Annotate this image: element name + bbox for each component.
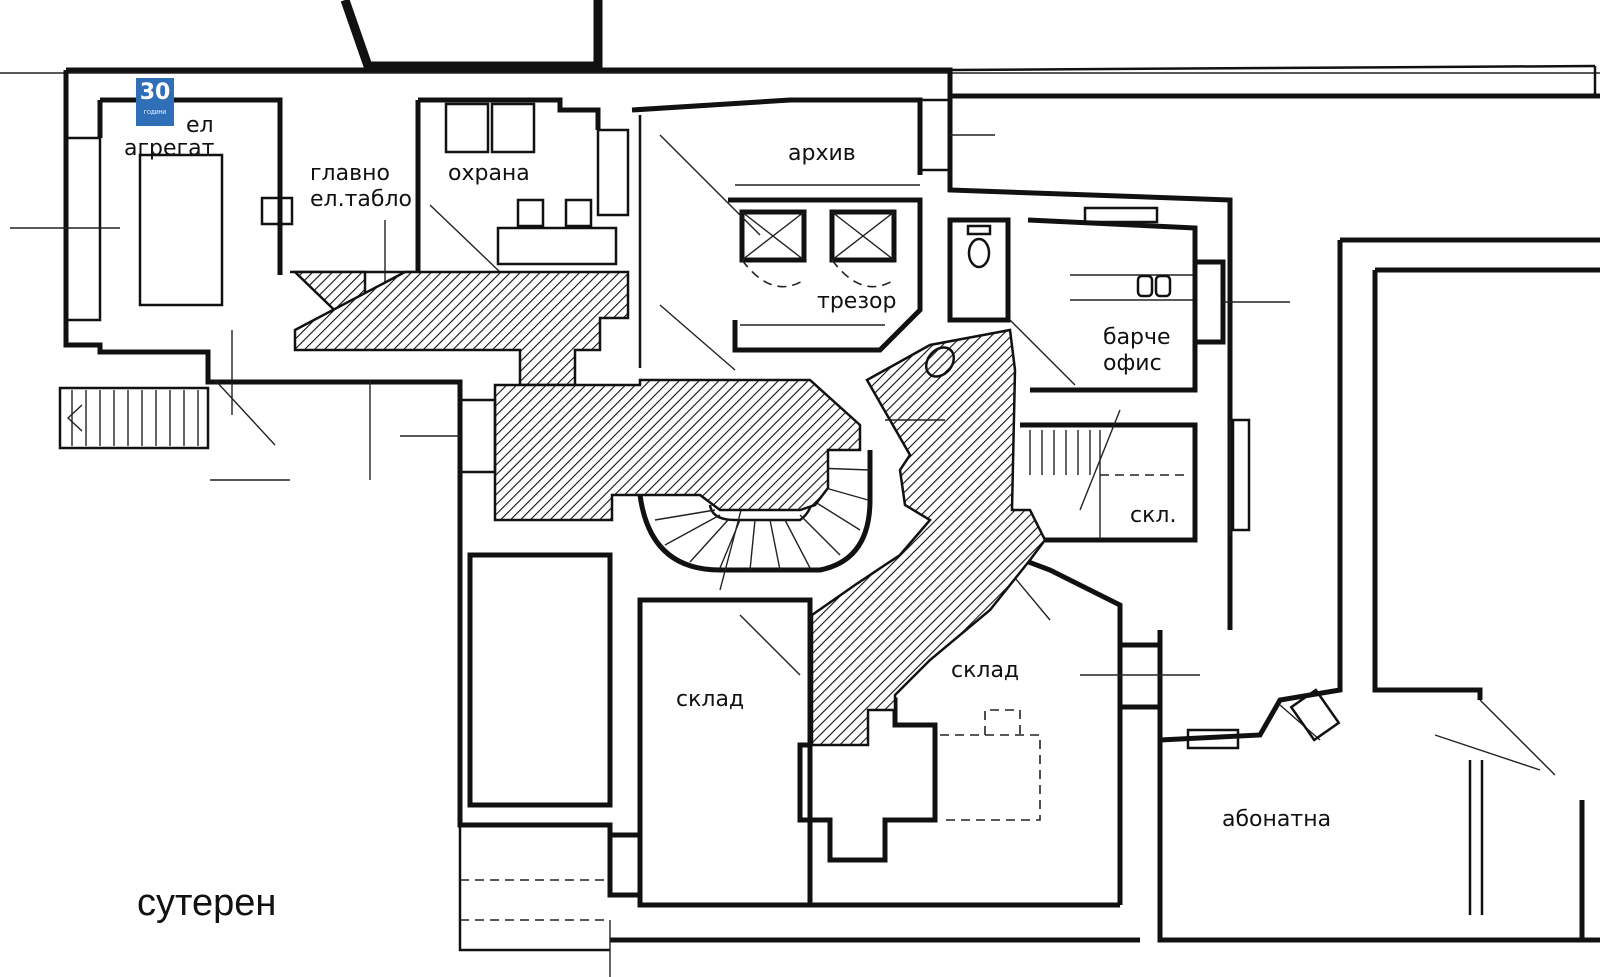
security-room bbox=[429, 102, 630, 273]
main-panel-label-line1: главно bbox=[310, 161, 390, 186]
floor-title: сутерен bbox=[137, 882, 276, 924]
kitchenette-label-line2: офис bbox=[1103, 351, 1162, 376]
wc bbox=[947, 217, 1011, 323]
small-storage bbox=[1020, 409, 1198, 543]
circulation-hatch bbox=[291, 270, 1047, 747]
logo-caption: ГОДИНИ bbox=[143, 110, 167, 116]
generator-label-line2: агрегат bbox=[124, 136, 215, 161]
storage-rooms bbox=[637, 552, 1200, 905]
room-labels: ел агрегат главно ел.табло охрана архив … bbox=[124, 113, 1331, 924]
storage-left-label: склад bbox=[676, 687, 744, 712]
kitchenette-room bbox=[1009, 206, 1290, 393]
security-label: охрана bbox=[448, 161, 530, 186]
kitchenette-label-line1: барче bbox=[1103, 325, 1171, 350]
generator-room bbox=[10, 153, 294, 415]
logo-number: 30 bbox=[139, 80, 171, 105]
subscription-label: абонатна bbox=[1222, 807, 1331, 832]
small-storage-label: скл. bbox=[1130, 503, 1176, 528]
door-stubs bbox=[400, 398, 1341, 742]
vault-label: трезор bbox=[817, 289, 896, 314]
logo-badge: 30 ГОДИНИ bbox=[136, 78, 174, 126]
stair-treads-right bbox=[1029, 430, 1091, 475]
lower-left-rooms bbox=[458, 552, 1140, 977]
archive-vault bbox=[638, 98, 995, 371]
main-panel-label-line2: ел.табло bbox=[310, 187, 412, 212]
right-wing bbox=[1159, 237, 1600, 940]
archive-label: архив bbox=[788, 141, 856, 166]
top-structure bbox=[340, 0, 603, 71]
left-stair bbox=[58, 379, 371, 481]
generator-label-line1: ел bbox=[186, 113, 214, 138]
storage-right-label: склад bbox=[951, 658, 1019, 683]
